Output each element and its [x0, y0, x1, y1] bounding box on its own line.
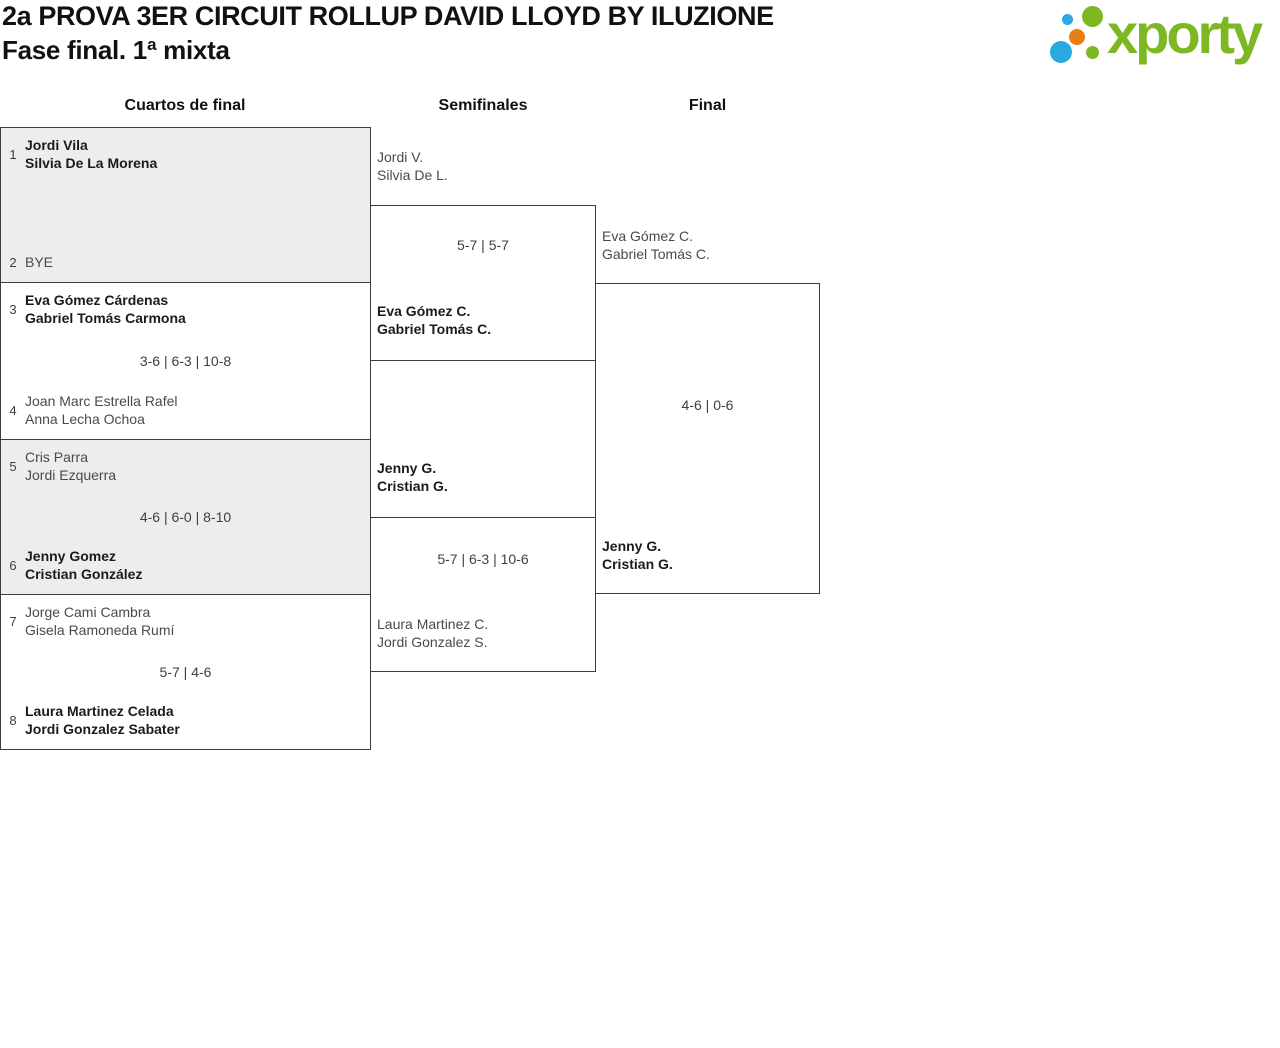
player-name: Eva Gómez C.: [602, 228, 694, 244]
player-name: Jenny Gomez: [25, 548, 117, 564]
qf4-team-bottom: 8 Laura Martinez Celada Jordi Gonzalez S…: [1, 702, 362, 738]
round-header-final: Final: [688, 97, 727, 114]
match-score: 5-7 | 5-7: [457, 237, 509, 253]
player-name: Jenny G.: [602, 538, 662, 554]
player-name: Silvia De L.: [377, 167, 448, 183]
logo-dot-icon: [1086, 46, 1099, 59]
player-name: Joan Marc Estrella Rafel: [25, 393, 178, 409]
player-name: Cris Parra: [25, 449, 89, 465]
match-score: 4-6 | 6-0 | 8-10: [139, 509, 232, 525]
sf1-team-bottom: Eva Gómez C. Gabriel Tomás C.: [377, 302, 491, 338]
page-title: 2a PROVA 3ER CIRCUIT ROLLUP DAVID LLOYD …: [2, 1, 774, 31]
player-name: Anna Lecha Ochoa: [25, 411, 145, 427]
player-name: Laura Martinez Celada: [25, 703, 174, 719]
match-score: 5-7 | 6-3 | 10-6: [437, 551, 529, 567]
qf2-team-bottom: 4 Joan Marc Estrella Rafel Anna Lecha Oc…: [1, 392, 362, 428]
player-name: Silvia De La Morena: [25, 155, 158, 171]
seed-number: 4: [9, 402, 17, 418]
player-name: Cristian González: [25, 566, 143, 582]
qf2-team-top: 3 Eva Gómez Cárdenas Gabriel Tomás Carmo…: [1, 291, 362, 327]
player-name: Jordi V.: [377, 149, 424, 165]
sf2-team-top: Jenny G. Cristian G.: [377, 459, 448, 495]
qf3-team-bottom: 6 Jenny Gomez Cristian González: [1, 547, 362, 583]
xporty-logo[interactable]: xporty: [1045, 3, 1277, 71]
qf-match-3: 5 Cris Parra Jordi Ezquerra 4-6 | 6-0 | …: [1, 440, 370, 595]
sf2-team-bottom: Laura Martinez C. Jordi Gonzalez S.: [377, 615, 488, 651]
player-name: Gabriel Tomás Carmona: [25, 310, 186, 326]
match-score: 3-6 | 6-3 | 10-8: [139, 353, 232, 369]
player-name: Cristian G.: [602, 556, 673, 572]
final-team-bottom: Jenny G. Cristian G.: [602, 537, 673, 573]
seed-number: 1: [9, 146, 17, 162]
player-name: Jordi Vila: [25, 137, 88, 153]
player-name: Cristian G.: [377, 478, 448, 494]
logo-dot-icon: [1082, 6, 1103, 27]
qf-match-1: 1 Jordi Vila Silvia De La Morena 2 BYE: [1, 128, 370, 283]
sf1-team-top: Jordi V. Silvia De L.: [377, 148, 448, 184]
sf2-match-box: 5-7 | 6-3 | 10-6: [370, 517, 596, 672]
player-name: Eva Gómez Cárdenas: [25, 292, 169, 308]
round-header-semifinales: Semifinales: [438, 97, 528, 114]
player-name: Jordi Gonzalez Sabater: [25, 721, 180, 737]
seed-number: 5: [9, 458, 17, 474]
logo-dot-icon: [1062, 14, 1073, 25]
page-subtitle: Fase final. 1ª mixta: [2, 35, 230, 65]
player-name: Jordi Gonzalez S.: [377, 634, 488, 650]
logo-dot-icon: [1050, 41, 1072, 63]
qf-match-4: 7 Jorge Cami Cambra Gisela Ramoneda Rumí…: [1, 595, 370, 749]
player-name: Jordi Ezquerra: [25, 467, 117, 483]
player-name: Gabriel Tomás C.: [602, 246, 710, 262]
match-score: 4-6 | 0-6: [681, 397, 734, 413]
qf-match-2: 3 Eva Gómez Cárdenas Gabriel Tomás Carmo…: [1, 283, 370, 440]
player-name: Jenny G.: [377, 460, 437, 476]
player-name: Gabriel Tomás C.: [377, 321, 492, 337]
logo-dot-icon: [1069, 29, 1085, 45]
quarterfinals-column: 1 Jordi Vila Silvia De La Morena 2 BYE 3…: [0, 127, 371, 750]
seed-number: 2: [9, 254, 17, 270]
round-header-cuartos: Cuartos de final: [124, 97, 246, 114]
match-score: 5-7 | 4-6: [159, 664, 212, 680]
player-name: Gisela Ramoneda Rumí: [25, 622, 175, 638]
seed-number: 3: [9, 301, 17, 317]
player-name: Laura Martinez C.: [377, 616, 489, 632]
final-match-box: 4-6 | 0-6: [595, 283, 820, 594]
seed-number: 7: [9, 613, 17, 629]
seed-number: 6: [9, 557, 17, 573]
logo-wordmark: xporty: [1107, 2, 1263, 65]
seed-number: 8: [9, 712, 17, 728]
player-name: Eva Gómez C.: [377, 303, 471, 319]
qf1-team-top: 1 Jordi Vila Silvia De La Morena: [1, 136, 362, 172]
qf4-team-top: 7 Jorge Cami Cambra Gisela Ramoneda Rumí: [1, 603, 362, 639]
player-name: Jorge Cami Cambra: [25, 604, 151, 620]
qf3-team-top: 5 Cris Parra Jordi Ezquerra: [1, 448, 362, 484]
final-team-top: Eva Gómez C. Gabriel Tomás C.: [602, 227, 710, 263]
qf1-team-bottom: 2 BYE: [1, 253, 362, 271]
player-name: BYE: [25, 254, 54, 270]
